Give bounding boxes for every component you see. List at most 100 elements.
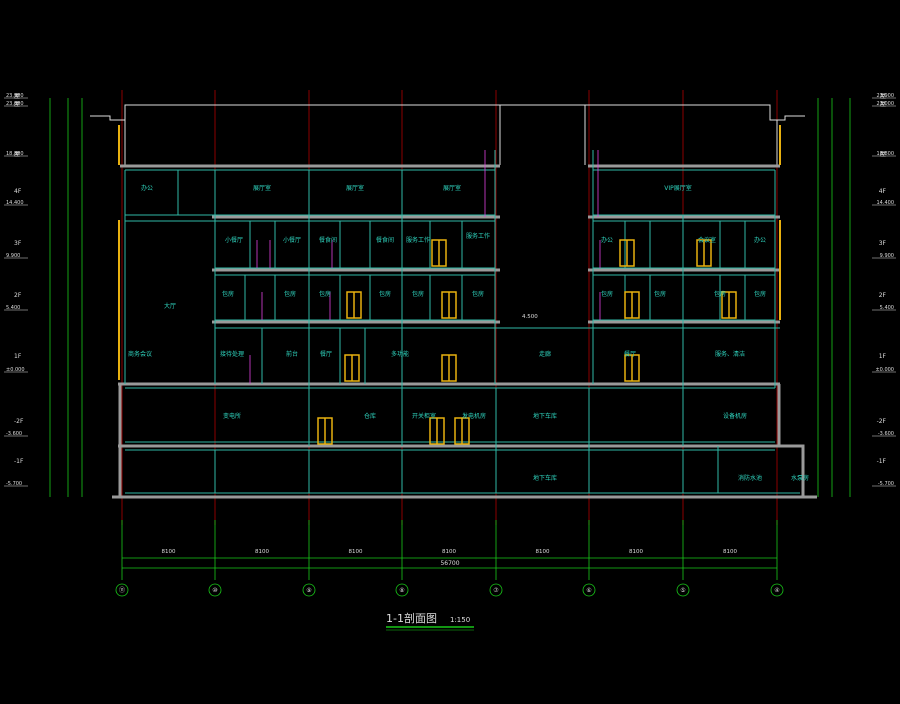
room-label: 办公: [754, 236, 766, 244]
level-value: -5.700: [6, 481, 22, 487]
room-label: 服务工作: [406, 236, 430, 244]
room-label: 仓库: [364, 412, 376, 420]
roof-outline: [90, 104, 805, 165]
level-prefix: -1F: [877, 458, 887, 465]
level-value: 18.800: [877, 151, 895, 157]
room-label: 餐食间: [319, 236, 337, 244]
room-label: 服务工作: [466, 232, 490, 240]
level-prefix: 屋: [880, 101, 886, 108]
level-prefix: -2F: [877, 418, 887, 425]
level-value: ±0.000: [6, 367, 25, 373]
axis-label: ⑧: [399, 587, 404, 594]
room-label: 服务、清洁: [715, 350, 745, 358]
drawing-title: 1-1剖面图: [386, 611, 437, 625]
level-prefix: 2F: [14, 292, 22, 299]
level-prefix: 1F: [14, 353, 22, 360]
room-label: 会议室: [698, 236, 716, 244]
drawing-scale: 1:150: [450, 616, 470, 624]
level-prefix: -1F: [14, 458, 24, 465]
room-label: 餐厅: [624, 350, 636, 358]
room-label: 包房: [284, 290, 296, 298]
axis-label: ⑪: [119, 586, 125, 594]
facade-glazing: [118, 125, 781, 380]
room-label: 包房: [714, 290, 726, 298]
level-prefix: 屋: [14, 101, 20, 108]
room-label: 办公: [601, 236, 613, 244]
room-label: 包房: [379, 290, 391, 298]
inner-lines: [124, 150, 800, 494]
level-value: 14.400: [877, 200, 895, 206]
room-label: 包房: [472, 290, 484, 298]
bay-dimension: 8100: [442, 549, 456, 555]
room-label: VIP展厅室: [664, 184, 692, 192]
bay-dimension: 8100: [629, 549, 643, 555]
room-label: 包房: [222, 290, 234, 298]
left-level-marks: 23.900屋23.000屋18.800屋14.4004F9.9003F5.40…: [4, 93, 28, 487]
room-label: 设备机房: [723, 412, 747, 420]
level-prefix: 3F: [14, 240, 22, 247]
room-label: 办公: [141, 184, 153, 192]
room-label: 走廊: [539, 350, 551, 358]
level-value: -3.600: [6, 431, 22, 437]
room-label: 展厅室: [346, 184, 364, 192]
axis-bubble: [582, 583, 596, 597]
room-label: 展厅室: [253, 184, 271, 192]
bay-dimension: 8100: [536, 549, 550, 555]
mid-level-mark: 4.500: [522, 314, 538, 320]
level-value: 14.400: [6, 200, 24, 206]
bay-dimension: 8100: [349, 549, 363, 555]
room-label: 包房: [412, 290, 424, 298]
room-label: 包房: [754, 290, 766, 298]
room-label: 包房: [601, 290, 613, 298]
room-label: 接待处理: [220, 350, 244, 358]
level-prefix: 屋: [14, 93, 20, 100]
level-value: 23.900: [6, 93, 24, 99]
room-label: 小餐厅: [225, 236, 243, 244]
axis-bubble: [395, 583, 409, 597]
level-value: ±0.000: [875, 367, 894, 373]
room-label: 地下车库: [533, 412, 557, 420]
level-prefix: 屋: [880, 93, 886, 100]
level-prefix: 2F: [879, 292, 887, 299]
level-prefix: 屋: [880, 151, 886, 158]
total-dimension: 56700: [440, 560, 459, 567]
level-value: 5.400: [880, 305, 894, 311]
axis-bubble: [208, 583, 222, 597]
room-label: 多功能: [391, 350, 409, 358]
level-value: 5.400: [6, 305, 20, 311]
room-label: 地下车库: [533, 474, 557, 482]
room-label: 商务会议: [128, 350, 152, 358]
level-value: 18.800: [6, 151, 24, 157]
room-label: 包房: [654, 290, 666, 298]
axis-bubble: [115, 583, 129, 597]
room-label: 发电机房: [462, 412, 486, 420]
room-label: 餐食间: [376, 236, 394, 244]
bottom-dim-lines: [121, 520, 778, 580]
level-value: 23.000: [877, 101, 895, 107]
left-scale: [49, 98, 83, 497]
basement-walls: [118, 384, 805, 497]
doors: [317, 239, 737, 445]
room-label: 变电所: [223, 412, 241, 420]
room-label: 包房: [319, 290, 331, 298]
level-prefix: 1F: [879, 353, 887, 360]
right-scale: [817, 98, 851, 497]
level-prefix: 4F: [879, 188, 887, 195]
axis-bubble: [302, 583, 316, 597]
room-label: 开关柜室: [412, 412, 436, 420]
axis-label: ⑩: [212, 587, 217, 594]
axis-bubble: [676, 583, 690, 597]
level-prefix: 4F: [14, 188, 22, 195]
axis-label: ⑨: [306, 587, 311, 594]
level-value: 23.900: [877, 93, 895, 99]
room-label: 水泵房: [791, 474, 809, 482]
axis-label: ⑦: [493, 587, 499, 594]
level-value: 9.900: [6, 253, 20, 259]
level-value: 23.000: [6, 101, 24, 107]
bay-dimension: 8100: [162, 549, 176, 555]
room-label: 餐厅: [320, 350, 332, 358]
